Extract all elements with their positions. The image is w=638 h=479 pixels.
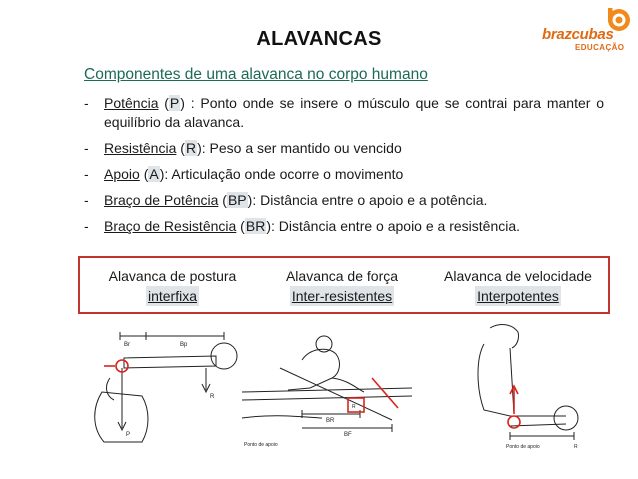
abbreviation: R <box>184 140 198 156</box>
fig2-label-apoio: Ponto de apoio <box>244 442 278 448</box>
lever-type-name: Alavanca de postura <box>108 268 237 284</box>
definitions-list: -Potência (P) : Ponto onde se insere o m… <box>84 94 604 243</box>
slide-subtitle: Componentes de uma alavanca no corpo hum… <box>84 66 428 83</box>
list-item: -Apoio (A): Articulação onde ocorre o mo… <box>84 165 604 184</box>
lever-type-forca: Alavanca de força Inter-resistentes <box>267 266 417 306</box>
term: Braço de Resistência <box>104 218 237 234</box>
lever-type-class: interfixa <box>145 286 200 306</box>
fig2-label-bf: BF <box>344 432 352 438</box>
abbreviation: P <box>168 95 181 111</box>
paren-close: ) <box>197 140 202 156</box>
fig1-label-r: R <box>210 394 215 400</box>
list-item: -Braço de Resistência (BR): Distância en… <box>84 217 604 236</box>
definition: : Peso a ser mantido ou vencido <box>201 140 402 156</box>
fig1-label-bp: Bp <box>180 342 188 348</box>
fig2-label-br: BR <box>326 418 335 424</box>
paren-open: ( <box>236 218 245 234</box>
definition: Distância entre o apoio e a potência. <box>256 192 488 208</box>
term: Braço de Potência <box>104 192 219 208</box>
elbow-lever-illustration: Ponto de apoio R <box>477 324 579 450</box>
lever-type-postura: Alavanca de postura interfixa <box>90 266 255 306</box>
paren-open: ( <box>218 192 227 208</box>
slide-title: ALAVANCAS <box>256 28 382 50</box>
bullet-dash: - <box>84 95 89 111</box>
definition: Distância entre o apoio e a resistência. <box>274 218 521 234</box>
figure-rowing-lever: BR BF Ponto de apoio R <box>232 318 422 452</box>
list-item: -Resistência (R): Peso a ser mantido ou … <box>84 139 604 158</box>
paren-open: ( <box>158 95 169 111</box>
definition: : Articulação onde ocorre o movimento <box>164 166 404 182</box>
fig1-label-br: Br <box>124 342 130 348</box>
term: Resistência <box>104 140 177 156</box>
paren-close: ) <box>180 95 185 111</box>
lever-type-name: Alavanca de velocidade <box>444 268 592 284</box>
abbreviation: A <box>148 166 160 182</box>
figure-head-lever: Br Bp R P <box>84 318 254 452</box>
brazcubas-logo-icon <box>608 8 630 31</box>
paren-close: ): <box>247 192 257 208</box>
list-item: -Braço de Potência (BP): Distância entre… <box>84 191 604 210</box>
list-item: -Potência (P) : Ponto onde se insere o m… <box>84 94 604 132</box>
bullet-dash: - <box>84 140 89 156</box>
rowing-lever-illustration: BR BF Ponto de apoio R <box>241 335 413 448</box>
fig3-label-apoio: Ponto de apoio <box>506 444 540 450</box>
term: Potência <box>104 95 159 111</box>
bullet-dash: - <box>84 192 89 208</box>
logo-word: brazcubas <box>542 26 614 43</box>
paren-open: ( <box>176 140 185 156</box>
paren-open: ( <box>139 166 149 182</box>
fig3-label-r: R <box>574 444 578 450</box>
figure-elbow-lever: Ponto de apoio R <box>470 318 588 452</box>
abbreviation: BR <box>244 218 267 234</box>
paren-close: ): <box>266 218 275 234</box>
logo-sub: EDUCAÇÃO <box>575 43 625 52</box>
term: Apoio <box>104 166 140 182</box>
lever-type-class: Interpotentes <box>475 286 561 306</box>
abbreviation: BP <box>226 192 248 208</box>
lever-type-velocidade: Alavanca de velocidade Interpotentes <box>428 266 608 306</box>
lever-type-class: Inter-resistentes <box>289 286 395 306</box>
bullet-dash: - <box>84 218 89 234</box>
lever-types-box: Alavanca de postura interfixa Alavanca d… <box>78 256 610 314</box>
paren-close: ) <box>159 166 165 182</box>
fig1-label-p: P <box>126 432 130 438</box>
lever-type-name: Alavanca de força <box>285 268 399 284</box>
definition: : Ponto onde se insere o músculo que se … <box>104 95 604 130</box>
head-lever-illustration: Br Bp R P <box>94 332 238 443</box>
fig2-label-r: R <box>352 404 356 410</box>
bullet-dash: - <box>84 166 89 182</box>
